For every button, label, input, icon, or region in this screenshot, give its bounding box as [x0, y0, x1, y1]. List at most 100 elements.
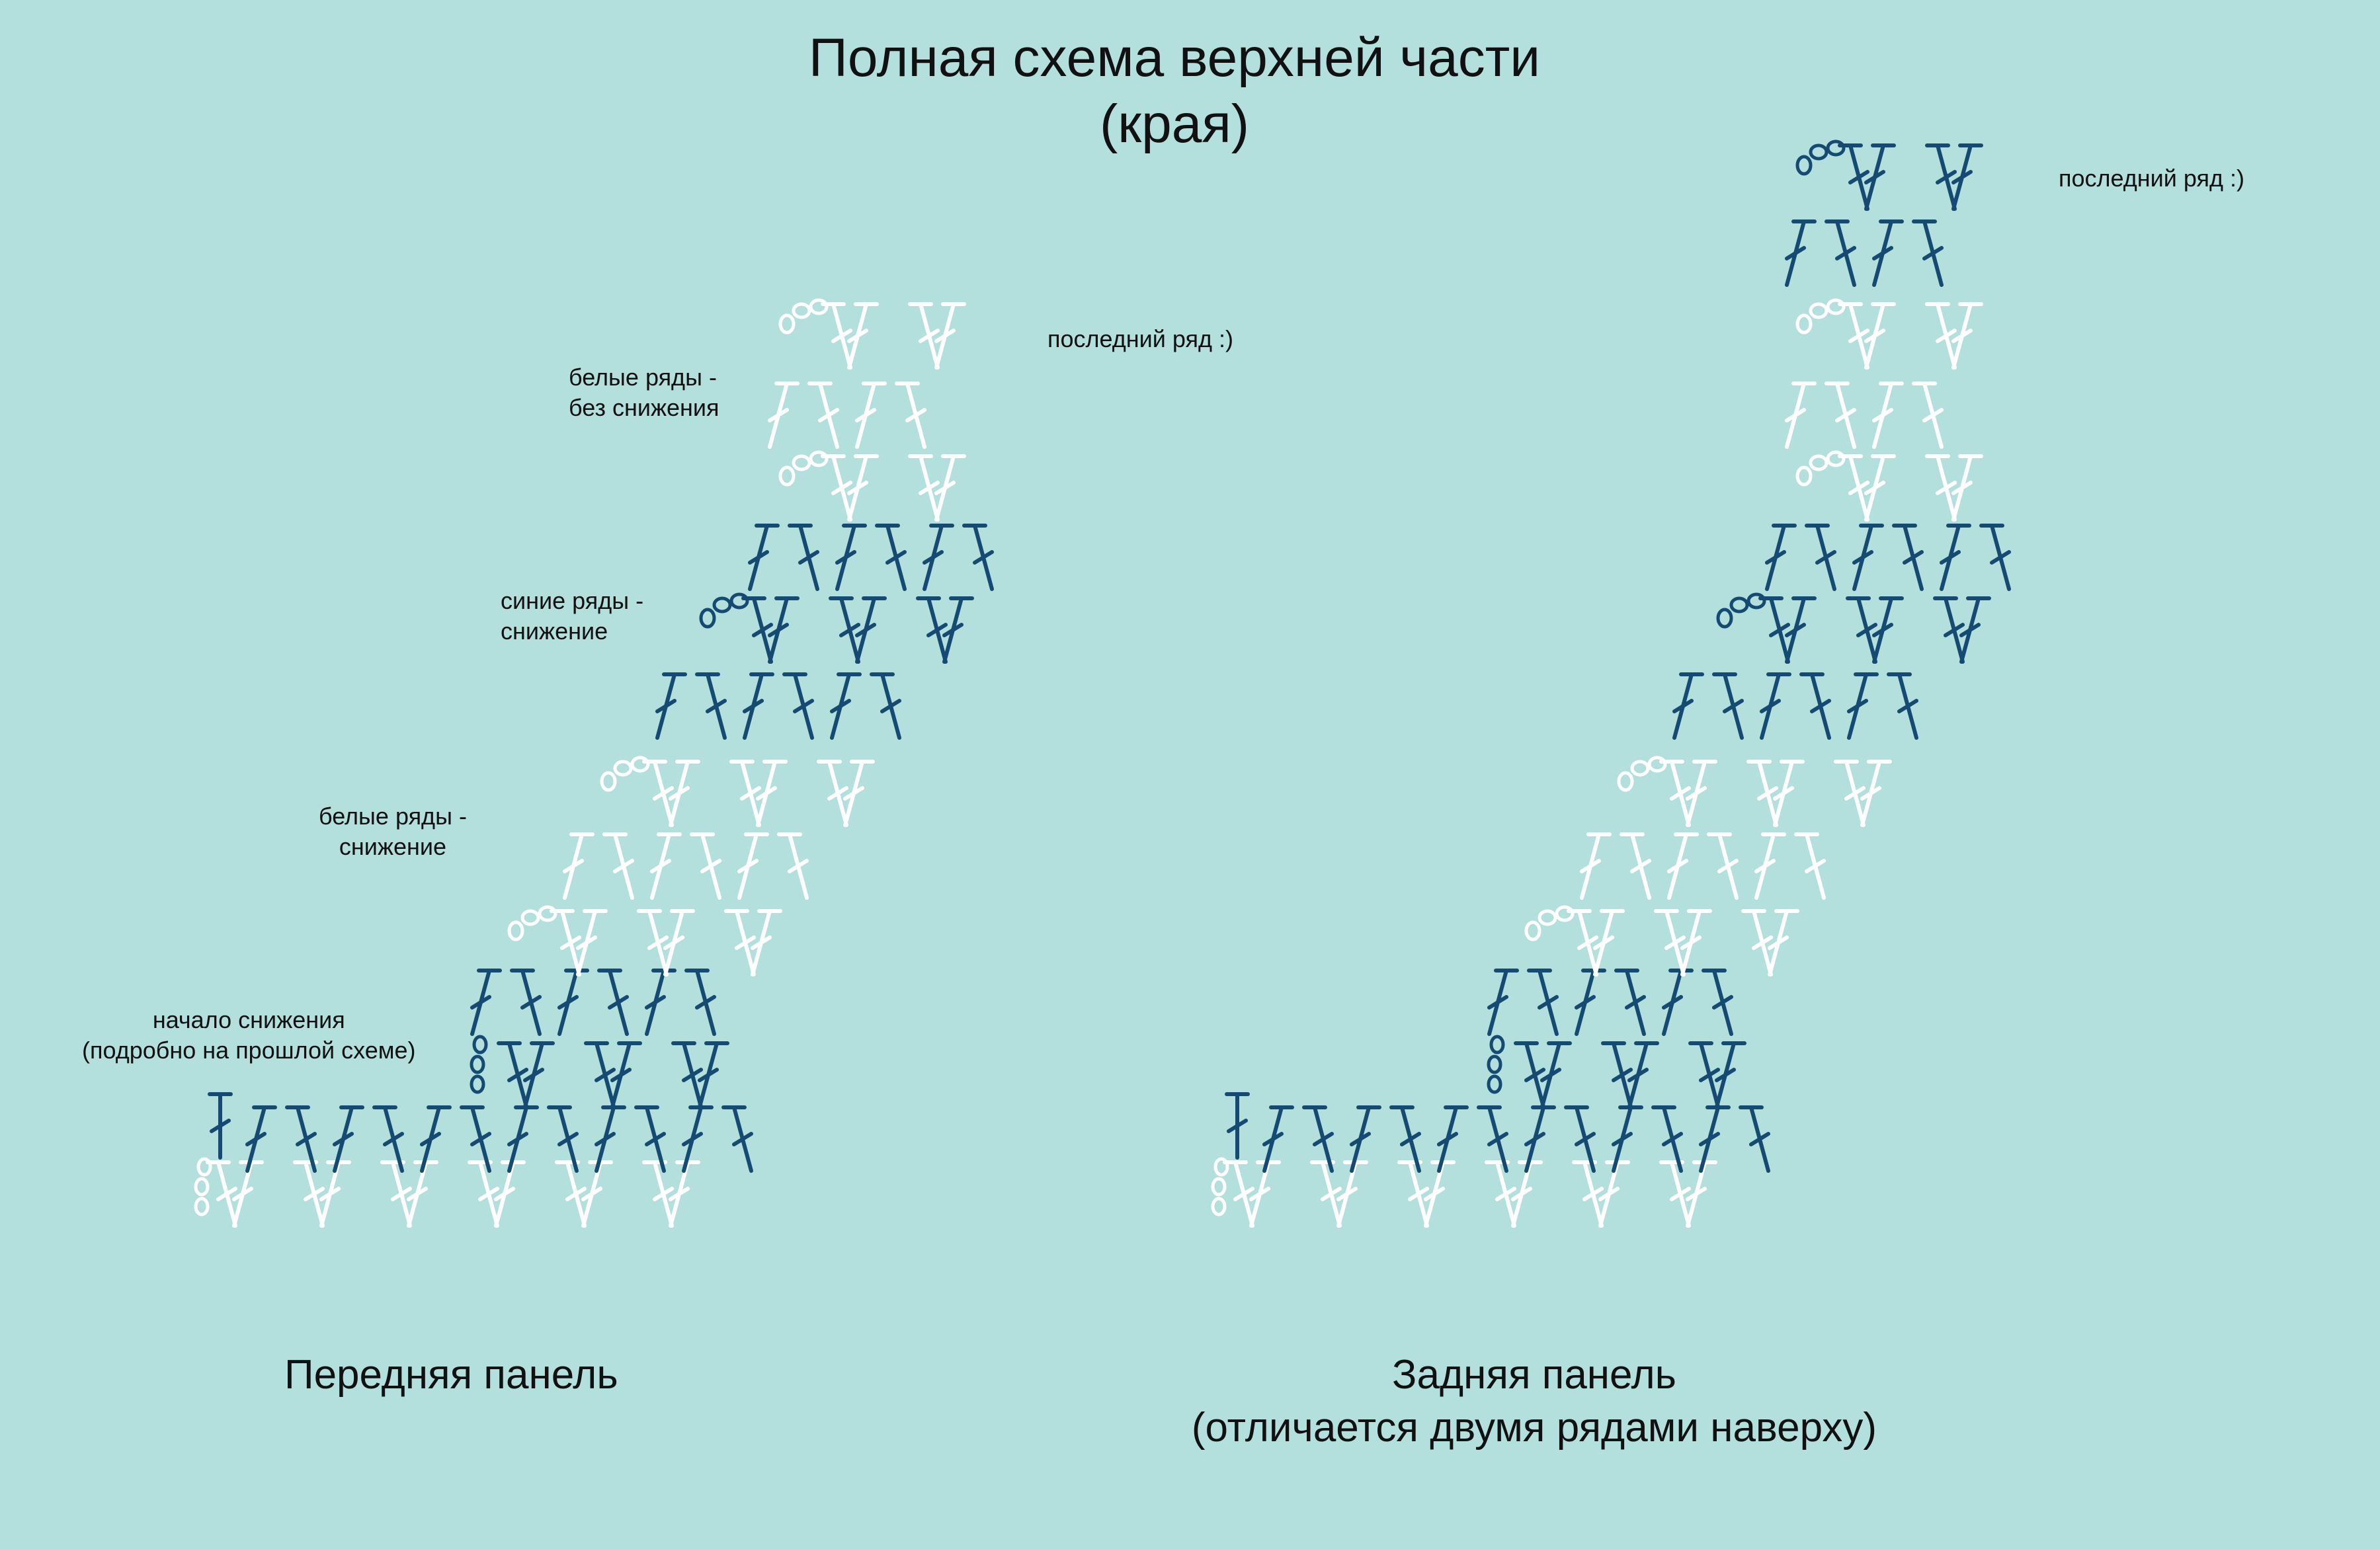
double-crochet-symbol [1572, 1160, 1604, 1228]
double-crochet-symbol [206, 1160, 237, 1228]
chain-loops-symbol [699, 592, 749, 629]
double-crochet-symbol [737, 832, 769, 900]
note-line: без снижения [569, 394, 719, 421]
double-crochet-symbol [1825, 381, 1856, 449]
double-crochet-symbol [1912, 219, 1944, 287]
double-crochet-symbol [817, 760, 848, 827]
double-crochet-symbol [1959, 596, 1991, 664]
double-crochet-symbol [1659, 760, 1691, 827]
double-crochet-symbol [821, 454, 852, 522]
double-crochet-symbol [550, 909, 581, 976]
double-crochet-symbol [1262, 1105, 1294, 1173]
double-crochet-symbol [1715, 1041, 1746, 1109]
double-crochet-symbol [1702, 969, 1733, 1036]
double-crochet-symbol [468, 1160, 499, 1228]
double-crochet-symbol [777, 832, 809, 900]
double-crochet-symbol [782, 672, 814, 740]
double-crochet-symbol [642, 760, 674, 827]
double-crochet-symbol [584, 1041, 616, 1109]
back-panel-label: Задняя панель (отличается двумя рядами н… [1170, 1349, 1898, 1454]
double-crochet-symbol [576, 909, 608, 976]
front-white-decrease-note: белые ряды - снижение [319, 801, 467, 862]
double-crochet-symbol [1654, 909, 1686, 976]
double-crochet-symbol [650, 832, 682, 900]
double-crochet-symbol [756, 760, 788, 827]
double-crochet-symbol [1575, 969, 1606, 1036]
double-crochet-symbol [634, 1105, 666, 1173]
double-crochet-symbol [1758, 596, 1790, 664]
back-panel-label-line-1: Задняя панель [1392, 1352, 1676, 1398]
double-crochet-symbol [684, 969, 716, 1036]
double-crochet-symbol [655, 672, 687, 740]
double-crochet-symbol [1739, 1105, 1770, 1173]
chain-loops-symbol [507, 905, 557, 941]
double-crochet-symbol [1799, 672, 1831, 740]
double-crochet-symbol [1686, 760, 1717, 827]
chain-loops-symbol [1487, 1035, 1505, 1094]
double-crochet-symbol [821, 302, 852, 370]
double-crochet-symbol [843, 760, 875, 827]
double-crochet-symbol [1860, 760, 1892, 827]
double-crochet-symbol [1838, 454, 1869, 522]
double-crochet-symbol [1620, 832, 1651, 900]
double-crochet-symbol [1864, 302, 1896, 370]
double-crochet-symbol [908, 302, 940, 370]
double-crochet-symbol [721, 1105, 753, 1173]
double-crochet-symbol [1925, 143, 1957, 211]
double-crochet-symbol [1659, 1160, 1691, 1228]
double-crochet-symbol [1477, 1105, 1508, 1173]
double-crochet-symbol [470, 969, 502, 1036]
double-crochet-symbol [1852, 524, 1884, 591]
double-crochet-symbol [1688, 1041, 1720, 1109]
double-crochet-symbol [1933, 596, 1965, 664]
double-crochet-symbol [724, 909, 756, 976]
double-crochet-symbol [663, 909, 695, 976]
front-blue-decrease-note: синие ряды - снижение [501, 586, 643, 647]
double-crochet-symbol [497, 1041, 528, 1109]
double-crochet-symbol [934, 454, 966, 522]
double-crochet-symbol [671, 1041, 703, 1109]
double-crochet-symbol [743, 672, 774, 740]
front-last-row-note: последний ряд :) [1047, 325, 1233, 352]
double-crochet-symbol [1712, 672, 1744, 740]
double-crochet-symbol [1593, 909, 1625, 976]
double-crochet-symbol [380, 1160, 412, 1228]
title-line-1: Полная схема верхней части [808, 28, 1541, 88]
double-crochet-symbol [523, 1041, 555, 1109]
double-crochet-symbol [1225, 1092, 1250, 1160]
double-crochet-symbol [1514, 1041, 1545, 1109]
double-crochet-symbol [1951, 143, 1983, 211]
double-crochet-symbol [1864, 454, 1896, 522]
double-crochet-symbol [460, 1105, 491, 1173]
double-crochet-symbol [372, 1105, 404, 1173]
double-crochet-symbol [1397, 1160, 1429, 1228]
chain-loops-symbol [600, 756, 650, 792]
double-crochet-symbol [1662, 969, 1694, 1036]
double-crochet-symbol [1847, 672, 1879, 740]
back-last-row-note: последний ряд :) [2059, 165, 2244, 192]
double-crochet-symbol [1741, 909, 1773, 976]
double-crochet-symbol [1302, 1105, 1334, 1173]
note-line: начало снижения [152, 1006, 345, 1033]
double-crochet-symbol [847, 454, 879, 522]
double-crochet-symbol [563, 832, 595, 900]
chain-loops-symbol [778, 298, 829, 335]
double-crochet-symbol [1773, 760, 1805, 827]
double-crochet-symbol [1872, 381, 1904, 449]
double-crochet-symbol [1627, 1041, 1659, 1109]
note-line: снижение [339, 833, 447, 860]
double-crochet-symbol [1925, 302, 1957, 370]
double-crochet-symbol [333, 1105, 364, 1173]
double-crochet-symbol [642, 1160, 674, 1228]
double-crochet-symbol [557, 969, 589, 1036]
chain-loops-symbol [1716, 592, 1766, 629]
double-crochet-symbol [1667, 832, 1699, 900]
double-crochet-symbol [855, 596, 887, 664]
double-crochet-symbol [285, 1105, 317, 1173]
double-crochet-symbol [1527, 969, 1559, 1036]
double-crochet-symbol [637, 909, 669, 976]
chain-loops-symbol [470, 1035, 488, 1094]
double-crochet-symbol [870, 672, 901, 740]
double-crochet-symbol [645, 969, 677, 1036]
note-line: синие ряды - [501, 587, 644, 614]
